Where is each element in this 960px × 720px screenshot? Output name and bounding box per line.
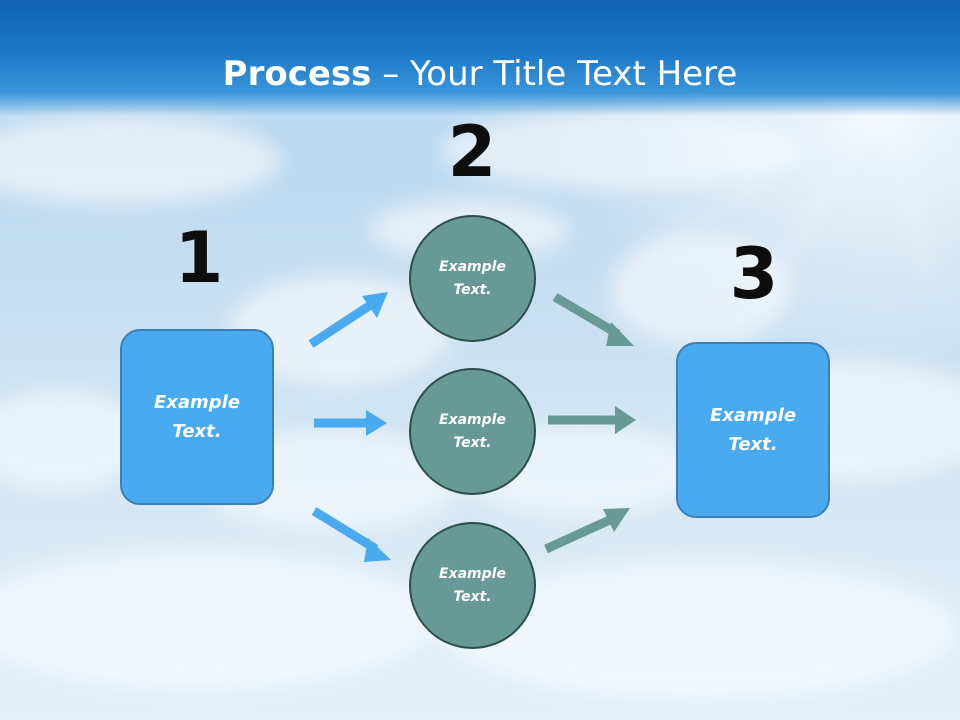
arrow-box1-to-middle <box>314 410 387 436</box>
step-number-1: 1 <box>174 217 224 299</box>
circle-middle-text: Example Text. <box>439 411 506 451</box>
step-3-box-text: Example Text. <box>709 405 797 455</box>
circle-bottom-text: Example Text. <box>439 565 506 605</box>
step-1-box[interactable]: Example Text. <box>120 329 274 505</box>
step-3-box[interactable]: Example Text. <box>676 342 830 518</box>
title-band <box>0 0 960 116</box>
title-bold: Process <box>222 54 372 94</box>
circle-top-text: Example Text. <box>439 258 506 298</box>
arrow-box1-to-bottom <box>311 507 391 562</box>
step-number-3: 3 <box>729 233 779 315</box>
step-2-circle-bottom[interactable]: Example Text. <box>409 522 536 649</box>
step-2-circle-top[interactable]: Example Text. <box>409 215 536 342</box>
step-number-2: 2 <box>447 111 497 193</box>
step-2-circle-middle[interactable]: Example Text. <box>409 368 536 495</box>
arrow-box1-to-top <box>308 292 388 348</box>
title-rest: Your Title Text Here <box>410 54 738 94</box>
step-1-box-text: Example Text. <box>153 392 241 442</box>
arrow-middle-to-box3 <box>548 406 636 434</box>
arrow-bottom-to-box3 <box>544 508 630 554</box>
title-dash: – <box>371 54 411 94</box>
slide-title: Process – Your Title Text Here <box>0 52 960 96</box>
arrow-top-to-box3 <box>552 293 634 346</box>
